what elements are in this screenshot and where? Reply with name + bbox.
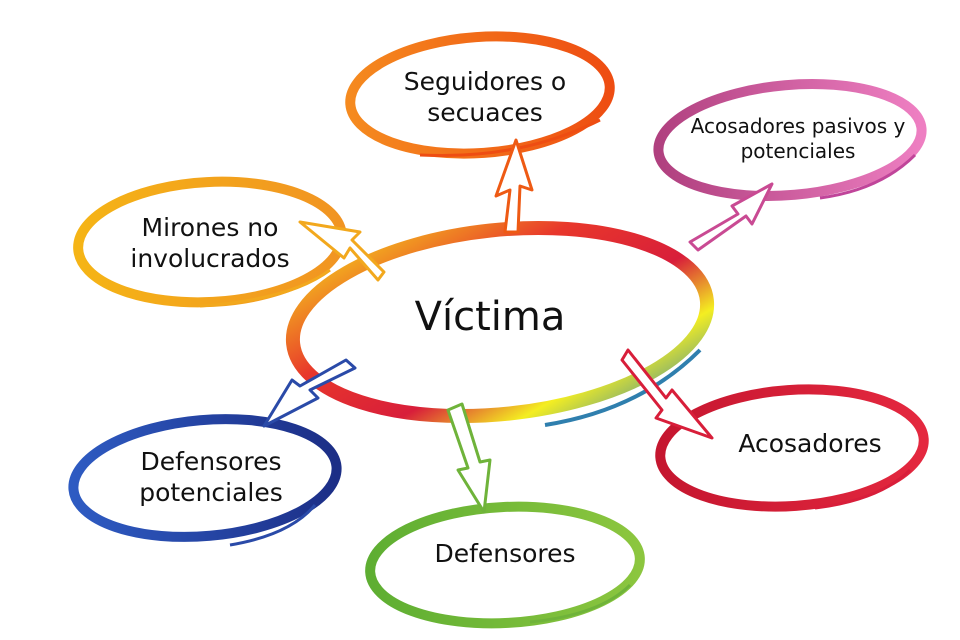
center-label: Víctima: [414, 294, 566, 340]
node-label-seguidores: Seguidores o secuaces: [403, 67, 567, 128]
center-ellipse: [285, 220, 715, 427]
node-pasivos-bubble: [653, 79, 927, 201]
arrow-to-mirones: [298, 220, 386, 282]
node-defensores-potenciales-bubble: [68, 414, 342, 547]
node-label-pasivos: Acosadores pasivos y potenciales: [690, 114, 906, 163]
arrow-to-defensores-potenciales: [262, 358, 357, 428]
node-label-acosadores: Acosadores: [738, 429, 882, 458]
node-defensores-bubble: [365, 501, 645, 629]
arrow-to-seguidores: [494, 138, 534, 234]
node-label-mirones: Mirones no involucrados: [130, 213, 290, 274]
arrow-to-defensores: [446, 402, 492, 514]
node-label-defensores-potenciales: Defensores potenciales: [139, 447, 283, 508]
node-acosadores-bubble: [655, 384, 929, 512]
arrow-to-acosadores: [620, 348, 714, 440]
node-label-defensores: Defensores: [434, 539, 576, 568]
arrow-to-pasivos: [688, 182, 774, 252]
